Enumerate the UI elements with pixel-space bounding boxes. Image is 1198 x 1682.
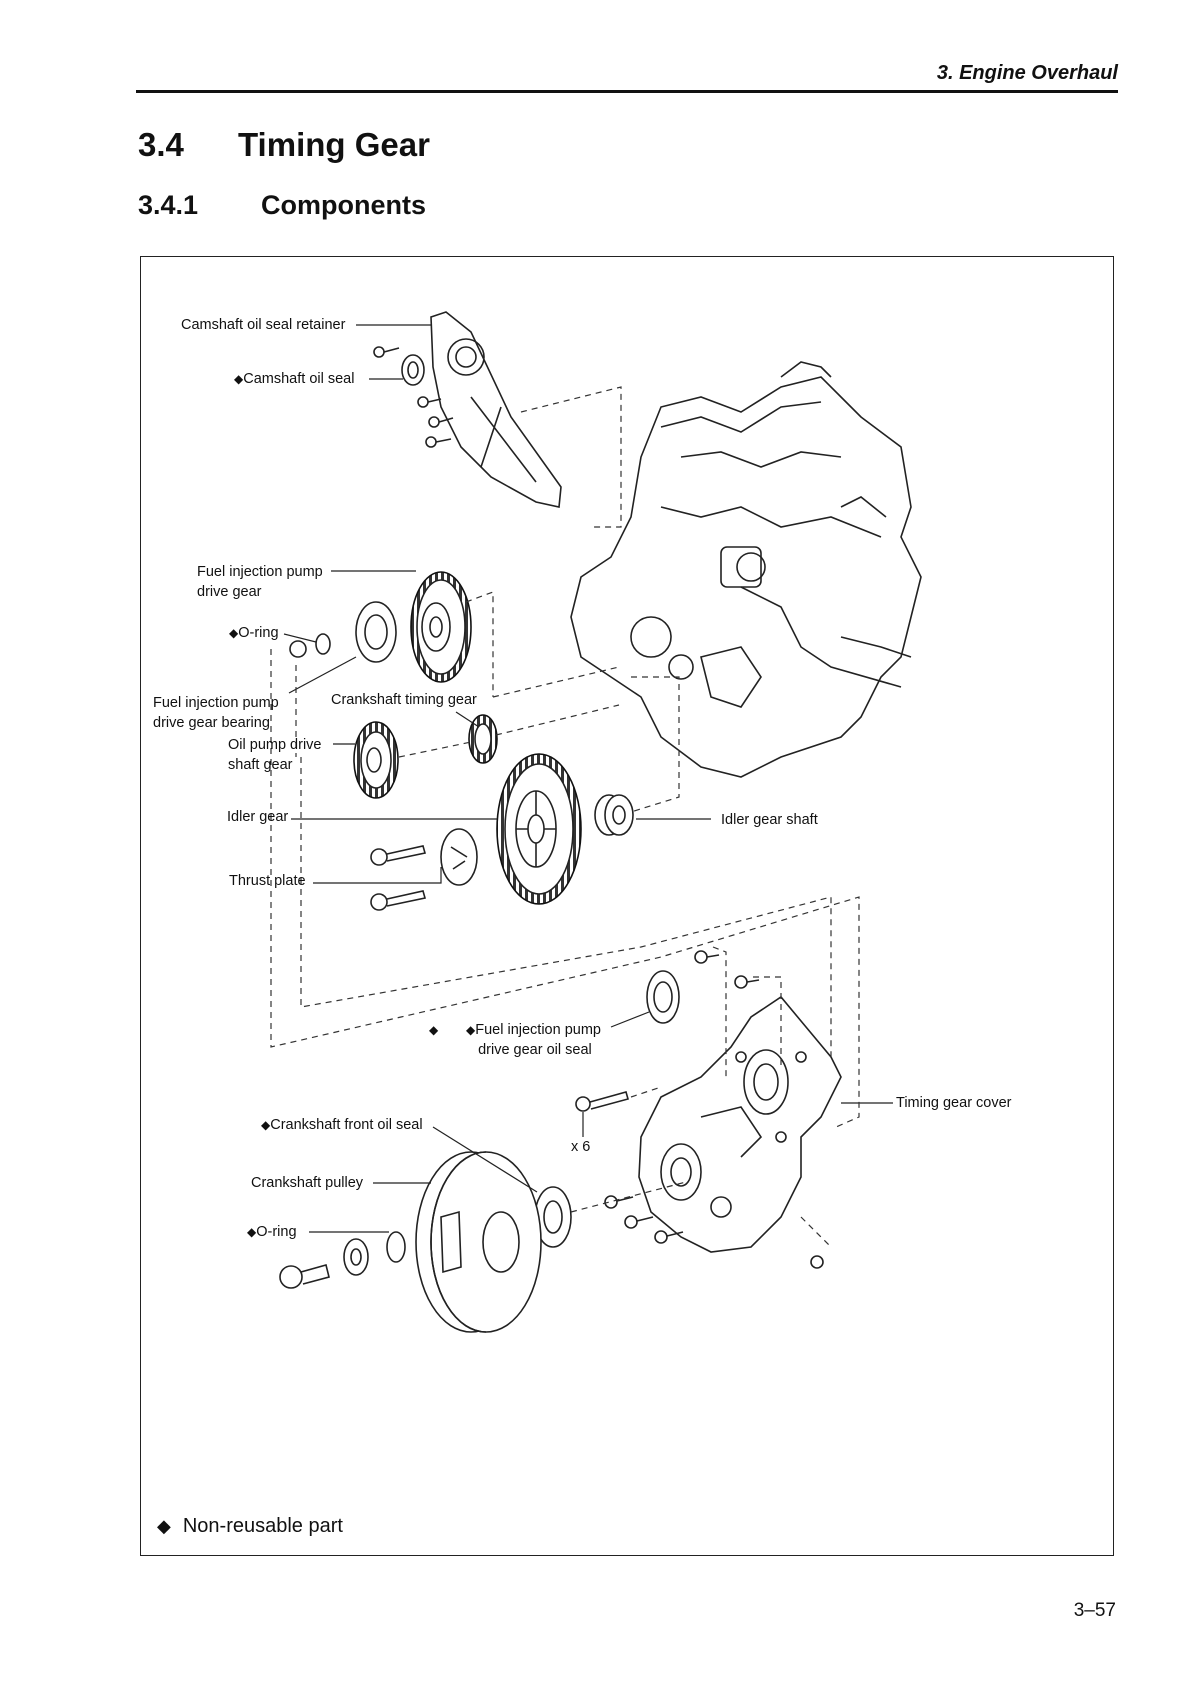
non-reusable-marker: ◆ [229, 626, 239, 640]
nut-top-drawing [289, 640, 307, 658]
chapter-header: 3. Engine Overhaul [936, 62, 1118, 84]
exploded-view-figure: Camshaft oil seal retainer ◆Camshaft oil… [140, 256, 1114, 1556]
timing-gear-cover-drawing [638, 995, 842, 1253]
crankshaft-pulley-drawing [415, 1151, 542, 1333]
label-crankshaft-front-oil-seal: ◆Crankshaft front oil seal [261, 1117, 423, 1133]
legend-marker: ◆ [157, 1516, 171, 1536]
label-drive-gear-oil-seal: ◆Fuel injection pump drive gear oil seal [466, 1022, 601, 1058]
label-idler-gear-shaft: Idler gear shaft [721, 812, 818, 828]
camshaft-oil-seal-retainer-drawing [430, 311, 562, 508]
page-number: 3–57 [1073, 1600, 1116, 1621]
label-idler-gear: Idler gear [227, 809, 289, 825]
non-reusable-marker: ◆ [234, 372, 244, 386]
subsection-heading: 3.4.1 Components [138, 190, 426, 221]
o-ring-top-drawing [315, 633, 331, 655]
idler-gear-drawing [496, 753, 582, 905]
subsection-title: Components [261, 190, 426, 220]
drive-gear-oil-seal-drawing [646, 970, 680, 1024]
camshaft-oil-seal-drawing [401, 354, 425, 386]
label-crankshaft-pulley: Crankshaft pulley [251, 1175, 364, 1191]
non-reusable-marker: ◆ [261, 1118, 271, 1132]
retainer-bolts [373, 346, 454, 448]
header-rule [136, 90, 1118, 93]
oil-pump-drive-shaft-gear-drawing [353, 721, 399, 799]
cover-bolts [575, 1091, 824, 1269]
legend: ◆ Non-reusable part [157, 1515, 343, 1538]
section-number: 3.4 [138, 126, 184, 163]
thrust-plate-drawing [440, 828, 478, 886]
section-title: Timing Gear [238, 126, 430, 163]
subsection-number: 3.4.1 [138, 190, 199, 220]
crankshaft-pulley-bolt-drawing [279, 1264, 330, 1289]
label-thrust-plate: Thrust plate [229, 873, 306, 889]
idler-gear-shaft-drawing [594, 794, 634, 836]
label-camshaft-oil-seal-retainer: Camshaft oil seal retainer [181, 317, 346, 333]
non-reusable-marker: ◆ [247, 1225, 257, 1239]
drive-gear-bearing-drawing [355, 601, 397, 663]
engine-block-drawing [570, 361, 922, 778]
label-camshaft-oil-seal: ◆Camshaft oil seal [234, 371, 355, 387]
non-reusable-marker-standalone: ◆ [429, 1023, 439, 1037]
exploded-diagram [270, 311, 922, 1333]
label-o-ring-top: ◆O-ring [229, 625, 279, 641]
section-heading: 3.4 Timing Gear [138, 126, 430, 164]
fuel-injection-pump-drive-gear-drawing [410, 571, 472, 683]
o-ring-bottom-drawing [386, 1231, 406, 1263]
label-o-ring-bottom: ◆O-ring [247, 1224, 297, 1240]
label-crankshaft-timing-gear: Crankshaft timing gear [331, 692, 477, 708]
label-bolt-count: x 6 [571, 1139, 591, 1155]
crankshaft-timing-gear-drawing [468, 714, 498, 764]
washer-drawing [343, 1238, 369, 1276]
legend-text: Non-reusable part [182, 1515, 343, 1537]
label-timing-gear-cover: Timing gear cover [896, 1095, 1012, 1111]
non-reusable-marker: ◆ [466, 1023, 476, 1037]
thrust-plate-bolts [370, 845, 427, 911]
